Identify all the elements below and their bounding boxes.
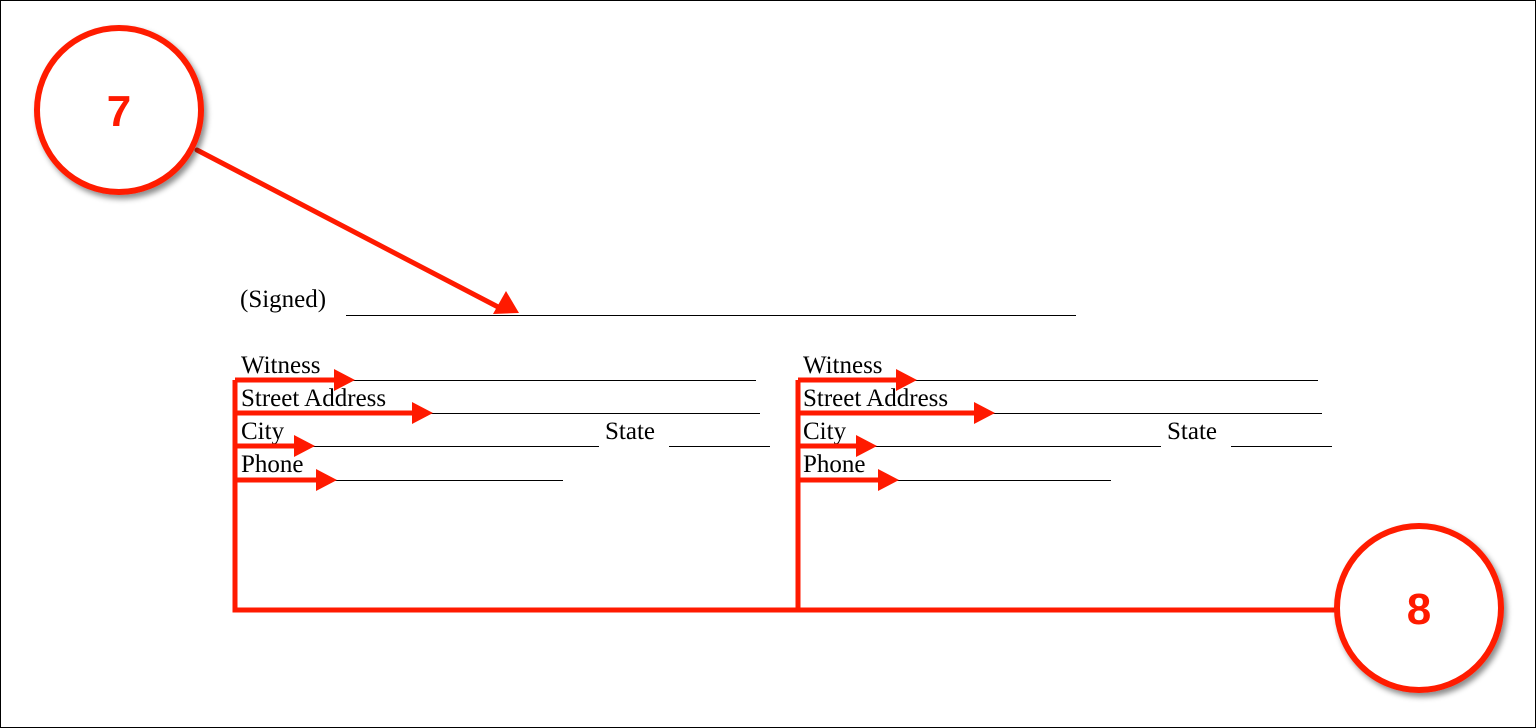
state-label: State [1167,418,1217,445]
signature-line[interactable] [346,315,1076,316]
city-label: City [241,418,285,445]
callout-8: 8 [1334,523,1504,693]
witness-label: Witness [241,352,321,379]
witness-line[interactable] [336,380,756,381]
arrows-block-1 [235,369,433,491]
callout-number-8: 8 [1407,585,1431,634]
phone-line[interactable] [314,480,563,481]
city-line[interactable] [292,446,599,447]
arrow-icon [294,435,315,457]
arrow-icon [316,469,337,491]
street-address-line[interactable] [974,413,1322,414]
witness-line[interactable] [898,380,1318,381]
street-address-label: Street Address [241,385,387,412]
phone-label: Phone [241,451,304,478]
state-line[interactable] [1231,446,1332,447]
phone-line[interactable] [876,480,1111,481]
arrows-block-2 [798,369,995,491]
street-address-label: Street Address [803,385,949,412]
state-line[interactable] [669,446,770,447]
callout-number-7: 7 [107,87,131,136]
arrow-icon [974,402,995,424]
city-line[interactable] [854,446,1161,447]
callout-7: 7 [34,25,204,195]
arrow-icon [334,369,355,391]
bracket-block-1 [232,380,1335,613]
city-label: City [803,418,847,445]
street-address-line[interactable] [412,413,760,414]
arrow-icon [896,369,917,391]
signed-label: (Signed) [240,286,327,313]
arrow-icon [856,435,877,457]
state-label: State [605,418,655,445]
witness-label: Witness [803,352,883,379]
callout-7-arrow [194,147,519,314]
phone-label: Phone [803,451,866,478]
arrow-icon [878,469,899,491]
arrow-icon [412,402,433,424]
